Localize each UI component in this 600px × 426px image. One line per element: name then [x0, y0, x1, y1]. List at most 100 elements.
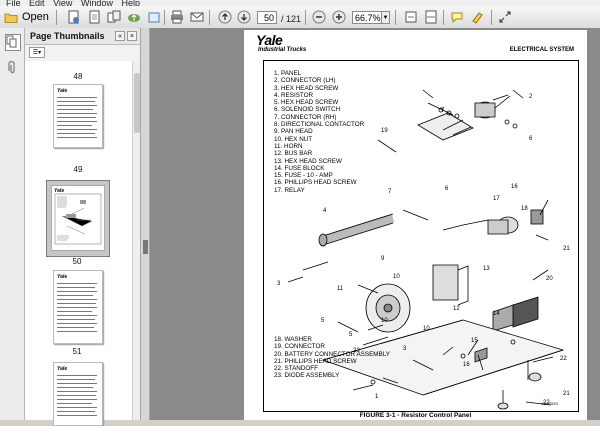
thumbnail-label: 49: [73, 165, 83, 174]
svg-text:11: 11: [337, 286, 344, 292]
panel-toolbar: ☰▾: [25, 45, 140, 62]
parts-legend-top: 1. PANEL 2. CONNECTOR (LH) 3. HEX HEAD S…: [274, 70, 364, 194]
highlight-button[interactable]: [469, 10, 485, 24]
comment-button[interactable]: [449, 10, 465, 24]
options-menu-button[interactable]: ☰▾: [29, 47, 45, 58]
scrollbar-thumb[interactable]: [134, 73, 140, 133]
close-panel-button[interactable]: ×: [127, 31, 137, 41]
svg-text:18: 18: [521, 206, 528, 212]
toolbar-separator: [56, 10, 57, 25]
page-number-input[interactable]: 50: [257, 11, 277, 24]
email-button[interactable]: [189, 10, 205, 24]
legend-item: 19. CONNECTOR: [274, 343, 325, 351]
legend-item: 20. BATTERY CONNECTOR ASSEMBLY: [274, 350, 390, 358]
expand-icon: [499, 11, 511, 23]
thumbnail-diagram-image: Yale: [54, 188, 102, 245]
toolbar-separator: [443, 10, 444, 25]
svg-text:21: 21: [563, 391, 570, 397]
legend-item: 8. DIRECTIONAL CONTACTOR: [274, 121, 365, 129]
thumbnail-logo: Yale: [57, 366, 68, 372]
page-thumbnails-toggle[interactable]: [5, 34, 21, 51]
close-icon: ×: [129, 33, 135, 40]
fit-width-icon: [425, 10, 437, 24]
thumbnail-page-52[interactable]: Yale: [53, 362, 103, 426]
svg-text:23: 23: [353, 348, 360, 354]
svg-text:4: 4: [323, 208, 327, 214]
speech-bubble-icon: [451, 12, 463, 24]
menu-help[interactable]: Help: [121, 0, 140, 6]
svg-text:16: 16: [511, 184, 518, 190]
legend-item: 23. DIODE ASSEMBLY: [274, 372, 340, 380]
previous-page-button[interactable]: [217, 10, 233, 24]
menu-file[interactable]: File: [6, 0, 21, 6]
thumbnail-page-51[interactable]: Yale: [53, 270, 103, 344]
thumbnail-page-50-selected[interactable]: Yale: [46, 180, 110, 257]
minus-icon: [312, 10, 326, 24]
legend-item: 22. STANDOFF: [274, 365, 318, 373]
menu-view[interactable]: View: [53, 0, 73, 6]
splitter-grip[interactable]: [143, 240, 148, 254]
create-pdf-button[interactable]: [86, 10, 102, 24]
pdf-page: Yale Industrial Trucks ELECTRICAL SYSTEM: [244, 30, 587, 420]
svg-text:1: 1: [375, 394, 379, 400]
fit-width-button[interactable]: [423, 10, 439, 24]
legend-item: 6. SOLENOID SWITCH: [274, 106, 341, 114]
svg-text:10: 10: [381, 318, 388, 324]
panel-splitter[interactable]: [140, 28, 150, 420]
svg-text:7: 7: [441, 108, 445, 114]
brand-subtitle: Industrial Trucks: [258, 47, 307, 53]
fit-page-button[interactable]: [403, 10, 419, 24]
navigation-strip: [0, 28, 25, 420]
zoom-in-button[interactable]: [331, 10, 347, 24]
svg-text:3: 3: [277, 281, 281, 287]
thumbnail-page-49[interactable]: Yale: [53, 84, 103, 148]
upload-button[interactable]: [126, 10, 142, 24]
arrow-up-icon: [218, 10, 232, 24]
fit-page-icon: [405, 11, 417, 23]
thumbnail-scrollbar[interactable]: [132, 61, 141, 420]
print-button[interactable]: [169, 10, 185, 24]
print-setup-button[interactable]: [66, 10, 82, 24]
legend-item: 18. WASHER: [274, 336, 312, 343]
toolbar-separator: [305, 10, 306, 25]
open-button[interactable]: Open: [4, 9, 49, 25]
combine-files-icon: [107, 10, 121, 23]
arrow-down-icon: [237, 10, 251, 24]
brand-logo: Yale: [256, 32, 283, 48]
toolbar-separator: [164, 10, 165, 25]
legend-item: 1. PANEL: [274, 70, 302, 77]
share-button[interactable]: [146, 10, 162, 24]
legend-item: 5. HEX HEAD SCREW: [274, 99, 339, 107]
legend-item: 7. CONNECTOR (RH): [274, 113, 337, 121]
page-total: / 121: [281, 14, 302, 24]
svg-text:22: 22: [543, 400, 550, 406]
printer-icon: [171, 10, 183, 24]
document-icon: [89, 10, 100, 24]
toolbar: Open 50 / 121 66.7% ▼: [0, 6, 600, 29]
section-heading: ELECTRICAL SYSTEM: [509, 47, 574, 53]
zoom-input[interactable]: 66.7%: [352, 11, 382, 24]
legend-item: 21. PHILLIPS HEAD SCREW: [274, 357, 357, 365]
legend-item: 17. RELAY: [274, 186, 305, 194]
collapse-panel-button[interactable]: «: [115, 31, 125, 41]
legend-item: 16. PHILLIPS HEAD SCREW: [274, 179, 357, 187]
figure-caption: FIGURE 3-1 - Resistor Control Panel: [359, 412, 472, 419]
next-page-button[interactable]: [236, 10, 252, 24]
svg-text:19: 19: [381, 128, 388, 134]
svg-text:10: 10: [423, 326, 430, 332]
zoom-dropdown-button[interactable]: ▼: [381, 11, 390, 24]
expand-button[interactable]: [497, 10, 513, 24]
highlighter-icon: [472, 12, 483, 24]
double-chevron-left-icon: «: [118, 33, 122, 40]
legend-item: 4. RESISTOR: [274, 91, 314, 99]
menu-edit[interactable]: Edit: [29, 0, 45, 6]
open-label: Open: [22, 11, 49, 23]
share-icon: [148, 12, 160, 23]
svg-text:20: 20: [546, 276, 553, 282]
combine-button[interactable]: [106, 10, 122, 24]
menu-window[interactable]: Window: [80, 0, 113, 6]
zoom-out-button[interactable]: [311, 10, 327, 24]
svg-text:2: 2: [529, 94, 533, 100]
attachments-toggle[interactable]: [5, 60, 19, 75]
